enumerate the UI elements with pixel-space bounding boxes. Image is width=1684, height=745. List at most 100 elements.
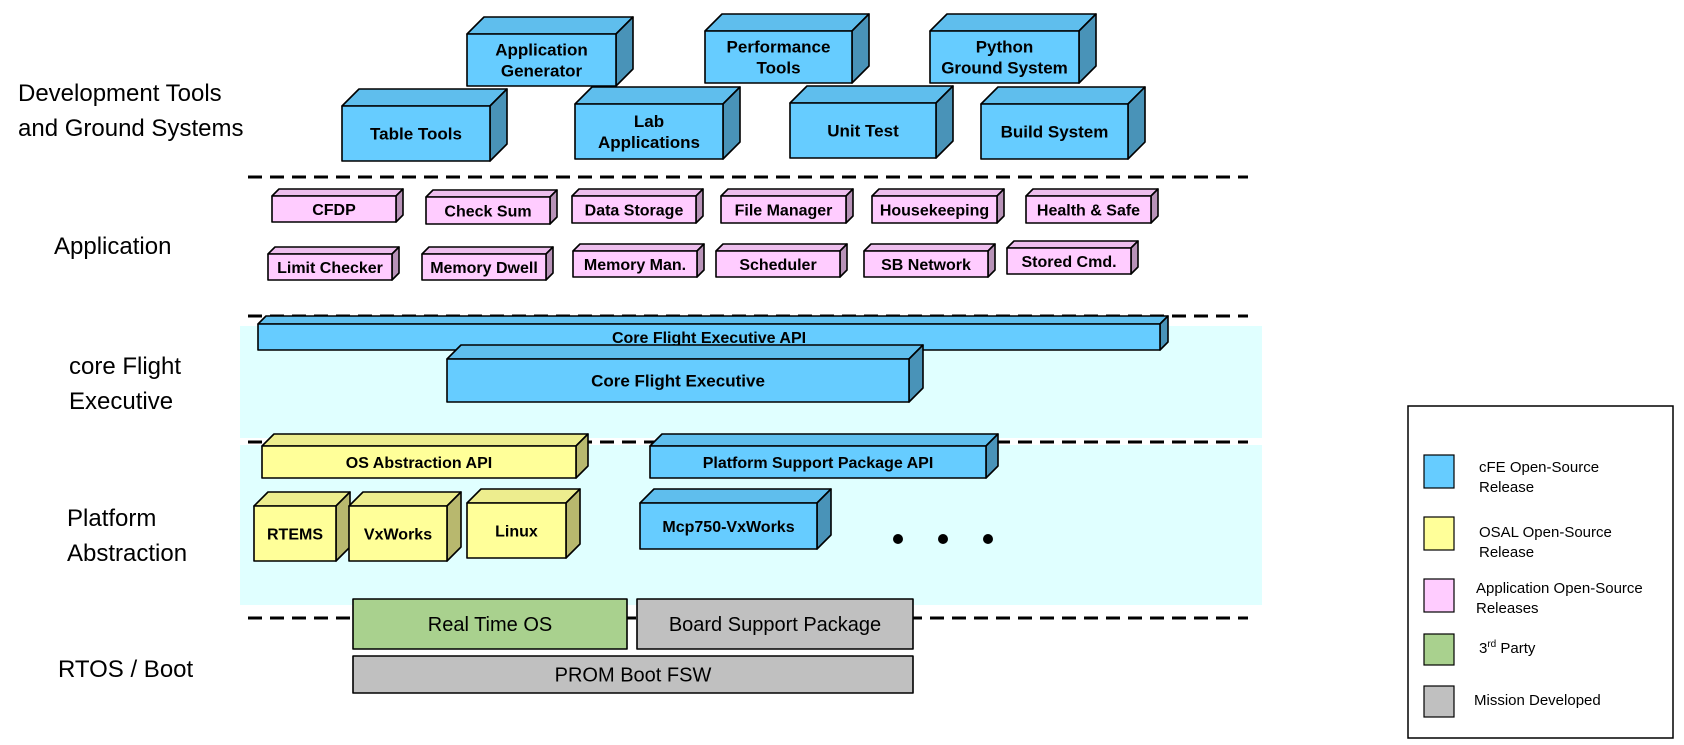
box-python-ground-system-face [929,30,1080,84]
box-unit-test-label: Unit Test [827,122,899,141]
box-linux-face [466,502,567,559]
app-data-storage-face [571,195,697,224]
ellipsis-more-platforms [893,534,993,544]
box-rtems-label: RTEMS [267,526,323,543]
app-check-sum: Check Sum [425,189,558,225]
box-rtems-top [253,491,351,507]
box-build-system-top [980,86,1146,105]
app-limit-checker-label: Limit Checker [277,260,383,277]
app-stored-cmd-face [1006,247,1132,275]
app-memory-dwell-side [545,246,554,281]
app-check-sum-face [425,196,551,225]
app-memory-dwell: Memory Dwell [421,246,554,281]
box-rtems-face [253,505,337,562]
app-housekeeping-top [871,188,1005,197]
app-data-storage-top [571,188,704,197]
box-lab-applications-top [574,86,741,105]
app-sb-network-face [863,250,989,278]
app-scheduler-side [839,243,848,278]
legend-label-mission: Mission Developed [1474,692,1601,709]
layer-label-dev-tools: Development Tools and Ground Systems [18,80,243,142]
box-performance-tools-top [704,13,870,32]
app-housekeeping-label: Housekeeping [880,202,989,219]
app-scheduler-top [715,243,848,252]
app-sb-network-label: SB Network [881,257,971,274]
app-sb-network: SB Network [863,243,996,278]
app-stored-cmd: Stored Cmd. [1006,240,1139,275]
box-platform-support-api-top [649,433,999,447]
app-limit-checker-top [267,246,400,255]
box-core-flight-executive-face [446,358,910,403]
box-vxworks-label: VxWorks [364,526,432,543]
app-file-manager-face [720,195,847,224]
box-board-support-package-face [636,598,914,650]
box-rtems: RTEMS [253,491,351,562]
legend-swatch-cfe [1423,454,1455,489]
app-scheduler-face [715,250,841,278]
box-build-system: Build System [980,86,1146,160]
layer-label-rtos: RTOS / Boot [58,656,194,683]
legend-label-third-party: 3rd Party [1479,639,1536,657]
app-check-sum-side [549,189,558,225]
box-build-system-label: Build System [1001,123,1109,142]
app-sb-network-side [987,243,996,278]
legend: cFE Open-Source Release OSAL Open-Source… [1407,405,1674,739]
box-table-tools-face [341,105,491,162]
app-cfdp-face [271,195,397,223]
legend-label-cfe: cFE Open-Source Release [1479,459,1603,496]
app-scheduler: Scheduler [715,243,848,278]
app-stored-cmd-top [1006,240,1139,249]
app-cfdp: CFDP [271,188,404,223]
box-linux-top [466,488,581,504]
legend-label-osal: OSAL Open-Source Release [1479,524,1616,561]
app-health-safe-face [1025,195,1152,224]
box-prom-boot-fsw-label: PROM Boot FSW [555,665,712,687]
box-mcp750-vxworks: Mcp750-VxWorks [639,488,832,550]
app-sb-network-top [863,243,996,252]
app-memory-dwell-top [421,246,554,255]
app-file-manager-top [720,188,854,197]
box-os-abstraction-api: OS Abstraction API [261,433,589,479]
box-real-time-os-face [352,598,628,650]
box-cfe-api-label: Core Flight Executive API [612,330,806,347]
box-application-generator-face [466,33,617,87]
box-core-flight-executive-label: Core Flight Executive [591,372,765,391]
box-table-tools-top [341,88,508,107]
app-health-safe-side [1150,188,1159,224]
app-memory-dwell-label: Memory Dwell [430,260,538,277]
legend-swatch-third-party [1423,633,1455,666]
box-linux-label: Linux [495,523,538,540]
box-table-tools-label: Table Tools [370,125,462,144]
box-python-ground-system-top [929,13,1097,32]
box-cfe-api-top [257,315,1169,325]
app-health-safe-top [1025,188,1159,197]
box-platform-support-api-face [649,445,987,479]
box-vxworks-face [348,505,448,562]
box-prom-boot-fsw-face [352,655,914,694]
app-health-safe-label: Health & Safe [1037,202,1140,219]
legend-swatch-osal [1423,516,1455,551]
box-linux: Linux [466,488,581,559]
app-data-storage: Data Storage [571,188,704,224]
app-check-sum-top [425,189,558,198]
box-prom-boot-fsw: PROM Boot FSW [352,655,914,694]
app-housekeeping: Housekeeping [871,188,1005,224]
box-unit-test-face [789,102,937,159]
app-cfdp-side [395,188,404,223]
box-real-time-os-label: Real Time OS [428,614,552,636]
app-memory-man-top [572,243,705,252]
layer-label-cfe: core Flight Executive [69,353,188,415]
box-board-support-package-label: Board Support Package [669,614,881,636]
box-platform-support-api-label: Platform Support Package API [703,455,934,472]
box-unit-test-top [789,85,954,104]
app-limit-checker: Limit Checker [267,246,400,281]
app-data-storage-side [695,188,704,224]
box-core-flight-executive: Core Flight Executive [446,344,924,403]
box-real-time-os: Real Time OS [352,598,628,650]
